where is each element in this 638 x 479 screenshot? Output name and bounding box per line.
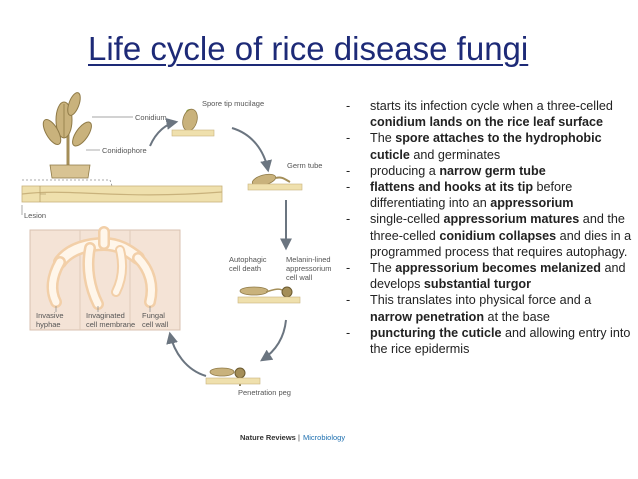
label-melanin-1: Melanin-lined: [286, 255, 331, 264]
penetration-stage: [205, 367, 261, 386]
bullet-text: before differentiating into an: [370, 180, 573, 211]
bullet-text: The: [370, 261, 396, 276]
label-lesion: Lesion: [24, 211, 46, 220]
bullet-item: - The appressorium becomes melanized and …: [346, 260, 632, 292]
label-spore-tip-mucilage: Spore tip mucilage: [202, 99, 264, 108]
bullet-text: starts its infection cycle when a three-…: [370, 99, 613, 113]
bullet-text: The: [370, 131, 396, 146]
bullet-item: - producing a narrow germ tube: [346, 163, 632, 179]
bullet-dash: -: [346, 261, 351, 276]
label-fungal-1: Fungal: [142, 311, 165, 320]
bullet-bold-text: spore attaches to the hydrophobic: [395, 131, 602, 146]
bullet-bold-text: appressorium becomes melanized: [395, 261, 601, 276]
bullet-bold-text: narrow penetration: [370, 309, 485, 324]
bullet-item: - This translates into physical force and…: [346, 292, 632, 324]
bullet-dash: -: [346, 212, 351, 227]
appressorium-stage: [237, 286, 301, 304]
spore-stage: [171, 108, 215, 137]
bullet-dash: -: [346, 180, 351, 195]
bullet-bold-text: conidium lands on the rice leaf surface: [370, 115, 604, 130]
invasive-hyphae-illustration: [29, 226, 181, 331]
leaf-lesion-strip: [21, 179, 223, 215]
bullet-list: - starts its infection cycle when a three…: [346, 98, 632, 357]
label-germ-tube: Germ tube: [287, 161, 322, 170]
arrow-lesion-to-spore: [149, 118, 179, 147]
label-melanin-3: cell wall: [286, 273, 313, 282]
label-fungal-2: cell wall: [142, 320, 169, 329]
bullet-item: - puncturing the cuticle and allowing ent…: [346, 325, 632, 357]
bullet-bold-text: flattens and hooks at its tip: [370, 180, 534, 195]
conidiophore-illustration: [42, 92, 92, 179]
bullet-item: - single-celled appressorium matures and…: [346, 211, 632, 260]
bullet-item: - The spore attaches to the hydrophobic c…: [346, 130, 632, 162]
bullet-dash: -: [346, 99, 351, 113]
bullet-dash: -: [346, 131, 351, 146]
arrow-penetration-to-invasion: [166, 331, 207, 377]
label-melanin-2: appressorium: [286, 264, 331, 273]
credit-section: Microbiology: [303, 433, 345, 442]
bullet-item: - starts its infection cycle when a three…: [346, 98, 632, 130]
germ-tube-stage: [247, 173, 303, 191]
bullet-text: and dies in a programmed process that re…: [370, 228, 632, 259]
bullet-item: - flattens and hooks at its tip before d…: [346, 179, 632, 211]
arrow-spore-to-germ: [231, 127, 272, 173]
credit-journal: Nature Reviews: [240, 433, 296, 442]
bullet-bold-text: narrow germ tube: [439, 163, 546, 178]
label-penetration-peg: Penetration peg: [238, 388, 291, 397]
label-conidium: Conidium: [135, 113, 167, 122]
bullet-bold-text: appressorium matures: [443, 212, 580, 227]
bullet-dash: -: [346, 325, 351, 340]
label-conidiophore: Conidiophore: [102, 146, 147, 155]
label-autophagic-2: cell death: [229, 264, 261, 273]
slide-title: Life cycle of rice disease fungi: [88, 30, 529, 67]
bullet-dash: -: [346, 293, 351, 308]
bullet-text: and the three-celled: [370, 212, 625, 243]
label-autophagic-1: Autophagic: [229, 255, 267, 264]
bullet-text: and allowing entry into the rice epiderm…: [370, 325, 631, 357]
bullet-bold-text: substantial turgor: [423, 277, 531, 292]
bullet-text: and germinates: [409, 147, 501, 162]
bullet-text: producing a: [370, 163, 440, 178]
bullet-text: at the base: [484, 309, 550, 324]
bullet-bold-text: cuticle: [370, 147, 410, 162]
bullet-text: single-celled: [370, 212, 444, 227]
svg-text:|: |: [298, 433, 300, 442]
label-invaginated-1: Invaginated: [86, 311, 125, 320]
bullet-text: and develops: [370, 261, 626, 292]
label-invasive-2: hyphae: [36, 320, 61, 329]
bullet-bold-text: puncturing the cuticle: [370, 325, 502, 340]
arrow-appressorium-to-penetration: [260, 319, 287, 362]
bullet-text: This translates into physical force and …: [370, 293, 592, 308]
label-invaginated-2: cell membrane: [86, 320, 135, 329]
bullet-bold-text: appressorium: [490, 196, 574, 211]
bullet-dash: -: [346, 163, 351, 178]
bullet-bold-text: conidium collapses: [439, 228, 557, 243]
label-invasive-1: Invasive: [36, 311, 64, 320]
